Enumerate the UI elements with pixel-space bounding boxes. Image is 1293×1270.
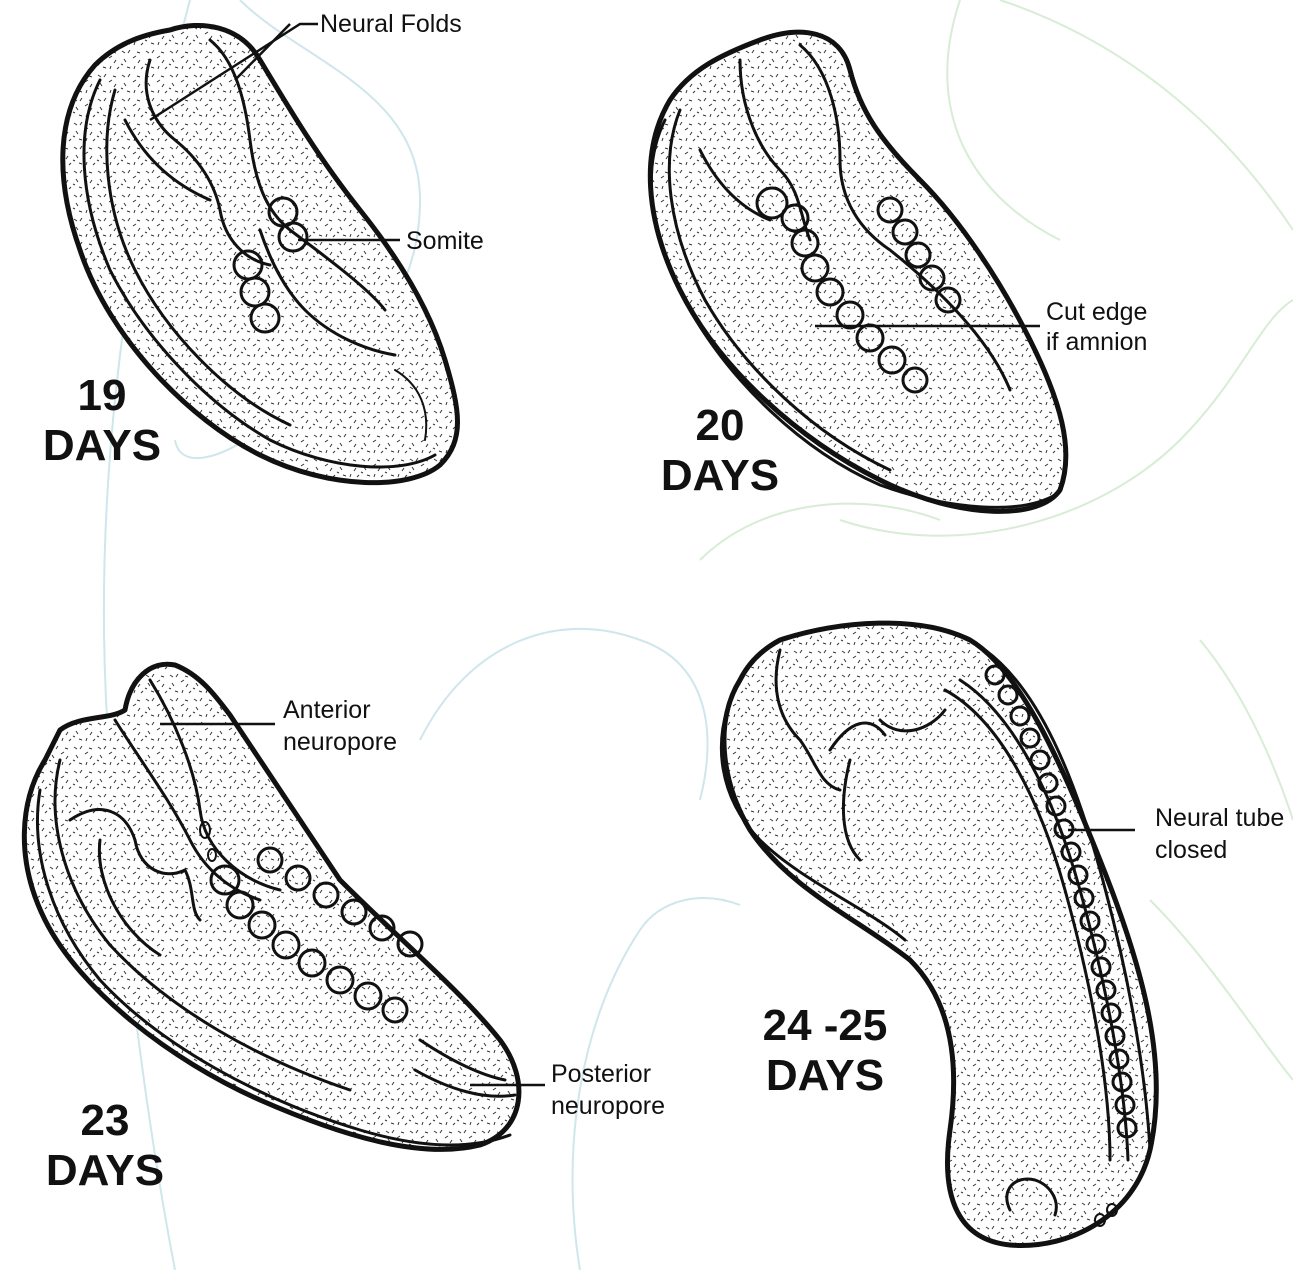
embryo-day23 <box>24 664 519 1149</box>
day23-word: DAYS <box>46 1146 164 1195</box>
day20-number: 20 <box>696 401 745 450</box>
label-posterior-line1: Posterior <box>551 1060 651 1088</box>
label-cut-edge-line2: if amnion <box>1046 328 1147 356</box>
day24-number: 24 -25 <box>763 1001 888 1050</box>
label-posterior-line2: neuropore <box>551 1092 665 1120</box>
embryo-day24 <box>721 623 1156 1245</box>
label-anterior-line2: neuropore <box>283 728 397 756</box>
day19-number: 19 <box>78 371 127 420</box>
day20-word: DAYS <box>661 451 779 500</box>
label-neural-tube-line1: Neural tube <box>1155 804 1284 832</box>
label-neural-tube-line2: closed <box>1155 836 1227 864</box>
label-somite: Somite <box>406 227 484 255</box>
label-anterior-line1: Anterior <box>283 696 371 724</box>
label-neural-folds: Neural Folds <box>320 10 462 38</box>
day19-word: DAYS <box>43 421 161 470</box>
day23-number: 23 <box>81 1096 130 1145</box>
label-cut-edge-line1: Cut edge <box>1046 298 1147 326</box>
day24-word: DAYS <box>766 1051 884 1100</box>
